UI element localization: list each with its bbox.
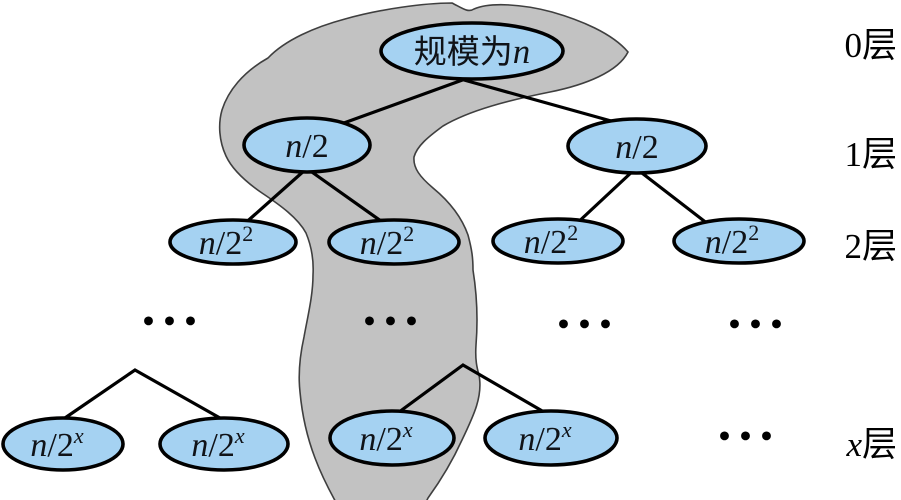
node-label-lx-1: n/2x bbox=[30, 423, 83, 464]
layer-label-x: x层 bbox=[845, 425, 897, 464]
tree-node-lx-1 bbox=[1, 416, 125, 472]
tree-edge-l1left-child1 bbox=[240, 168, 307, 228]
tree-node-root bbox=[379, 21, 565, 81]
tree-node-l2-2 bbox=[327, 218, 461, 266]
tree-node-lx-3 bbox=[328, 409, 456, 467]
tree-node-l1-right bbox=[566, 117, 708, 175]
ellipsis-row-3: ••• bbox=[556, 310, 619, 339]
tree-edge-l1left-child2 bbox=[307, 168, 390, 228]
tree-node-l2-1 bbox=[168, 218, 298, 266]
node-label-lx-3: n/2x bbox=[359, 417, 412, 458]
ellipsis-row-1: ••• bbox=[141, 307, 204, 336]
node-label-lx-4: n/2x bbox=[518, 417, 571, 458]
node-label-lx-2: n/2x bbox=[191, 423, 244, 464]
tree-edge-root-right bbox=[462, 78, 624, 126]
node-label-l2-3: n/22 bbox=[524, 220, 578, 261]
layer-label-0: 0层 bbox=[844, 26, 897, 65]
tree-nodes bbox=[1, 21, 806, 472]
tree-edges bbox=[60, 76, 710, 422]
node-label-l2-1: n/22 bbox=[199, 221, 253, 262]
tree-edge-bottom-left-v bbox=[60, 368, 222, 422]
tree-node-l2-4 bbox=[672, 217, 806, 265]
tree-node-l2-3 bbox=[491, 217, 625, 265]
ellipsis-bottom: ••• bbox=[717, 422, 780, 451]
tree-edge-root-left bbox=[328, 76, 470, 130]
node-label-root: 规模为n bbox=[414, 32, 531, 71]
layer-label-1: 1层 bbox=[844, 135, 897, 174]
tree-edge-l1right-child1 bbox=[572, 168, 636, 228]
ellipsis-row-2: ••• bbox=[362, 307, 425, 336]
node-label-l2-2: n/22 bbox=[360, 221, 414, 262]
ellipsis-marks: ••• ••• ••• ••• ••• bbox=[141, 307, 790, 451]
tree-edge-l1right-child2 bbox=[636, 168, 710, 226]
tree-node-l1-left bbox=[242, 116, 372, 174]
tree-edge-bottom-mid-v bbox=[393, 363, 546, 417]
node-label-l1-left: n/2 bbox=[285, 128, 328, 165]
node-labels: 规模为n n/2 n/2 n/22 n/22 n/22 n/22 n/2x n/… bbox=[30, 32, 759, 464]
tree-node-lx-2 bbox=[158, 416, 290, 472]
tree-node-lx-4 bbox=[483, 409, 619, 467]
layer-label-2: 2层 bbox=[844, 227, 897, 266]
layer-labels: 0层 1层 2层 x层 bbox=[844, 26, 897, 464]
ellipsis-row-4: ••• bbox=[727, 310, 790, 339]
node-label-l2-4: n/22 bbox=[705, 220, 759, 261]
node-label-l1-right: n/2 bbox=[615, 129, 658, 166]
